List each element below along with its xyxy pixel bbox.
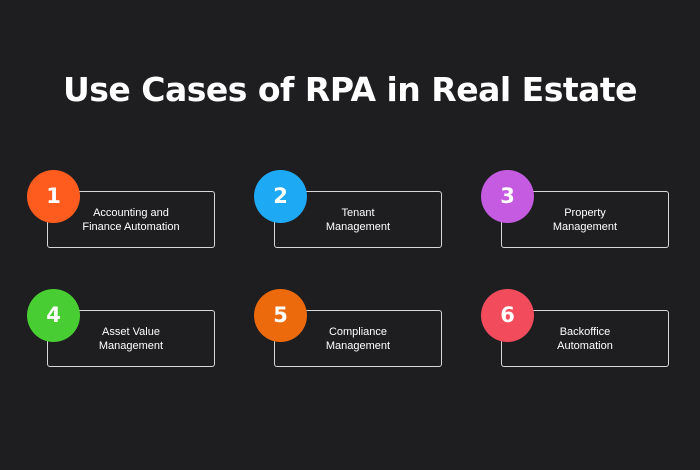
use-case-card-1: Accounting and Finance Automation 1 bbox=[27, 170, 254, 252]
number-badge-text: 1 bbox=[46, 184, 61, 208]
use-case-label: Accounting and Finance Automation bbox=[82, 206, 180, 233]
use-case-label: Property Management bbox=[552, 206, 618, 233]
use-case-label: Compliance Management bbox=[325, 325, 391, 352]
number-badge: 5 bbox=[254, 289, 307, 342]
page-title: Use Cases of RPA in Real Estate bbox=[62, 70, 638, 109]
use-case-card-4: Asset Value Management 4 bbox=[27, 289, 254, 371]
use-case-label: Tenant Management bbox=[325, 206, 391, 233]
number-badge-text: 4 bbox=[46, 303, 61, 327]
number-badge: 3 bbox=[481, 170, 534, 223]
use-case-label: Asset Value Management bbox=[98, 325, 164, 352]
number-badge: 2 bbox=[254, 170, 307, 223]
use-case-card-3: Property Management 3 bbox=[481, 170, 700, 252]
number-badge-text: 5 bbox=[273, 303, 288, 327]
number-badge: 1 bbox=[27, 170, 80, 223]
use-case-card-6: Backoffice Automation 6 bbox=[481, 289, 700, 371]
use-case-card-5: Compliance Management 5 bbox=[254, 289, 481, 371]
number-badge: 6 bbox=[481, 289, 534, 342]
use-case-card-2: Tenant Management 2 bbox=[254, 170, 481, 252]
number-badge-text: 3 bbox=[500, 184, 515, 208]
number-badge-text: 6 bbox=[500, 303, 515, 327]
use-case-box: Tenant Management bbox=[274, 191, 442, 248]
number-badge: 4 bbox=[27, 289, 80, 342]
number-badge-text: 2 bbox=[273, 184, 288, 208]
use-case-box: Asset Value Management bbox=[47, 310, 215, 367]
use-case-label: Backoffice Automation bbox=[557, 325, 613, 352]
